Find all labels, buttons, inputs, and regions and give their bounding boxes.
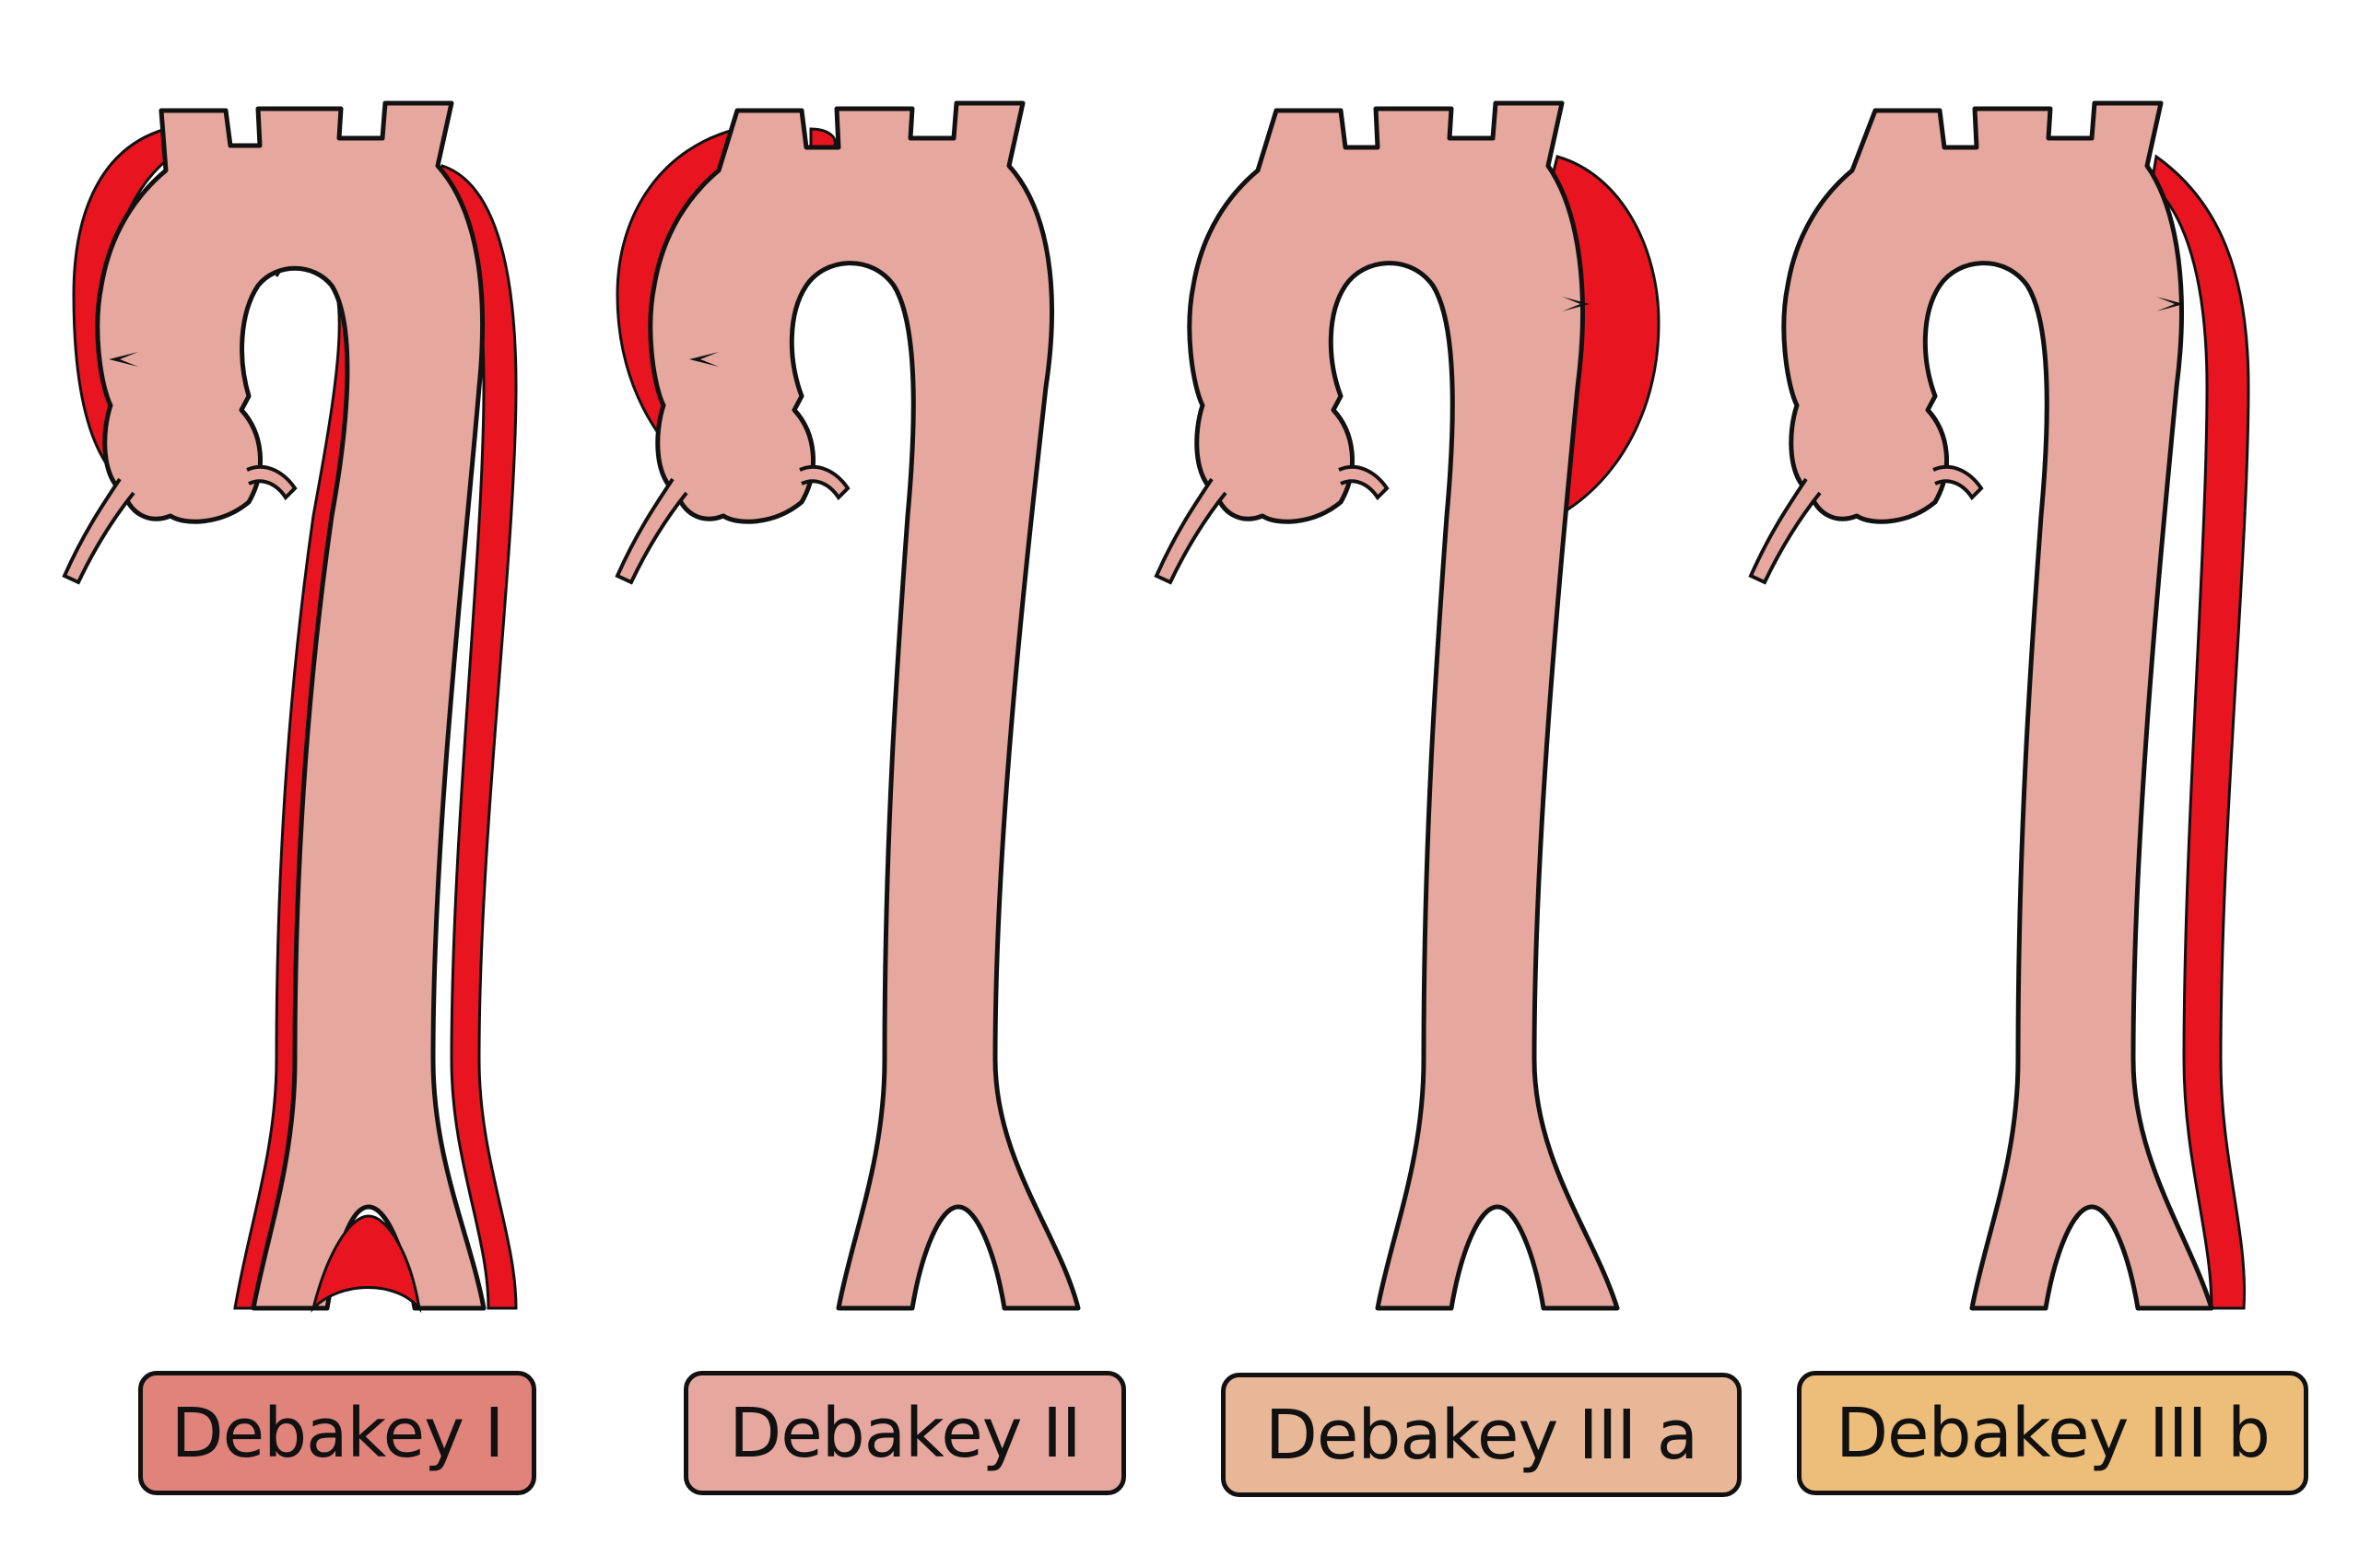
panel-debakey-ii [615, 100, 1081, 1311]
panel-debakey-i [62, 100, 518, 1314]
false-lumen [809, 127, 837, 149]
label-debakey-ii: Debakey II [684, 1371, 1126, 1495]
aorta [1781, 100, 2214, 1311]
branch-vessel [246, 464, 298, 501]
coronary-branch [1748, 477, 1822, 585]
branch-vessel [1338, 464, 1390, 501]
tear-flap [109, 352, 138, 367]
branch-vessel [1932, 464, 1984, 501]
panel-debakey-iii-a [1154, 100, 1661, 1311]
tear-flap [1562, 297, 1590, 311]
tear-flap [689, 352, 719, 367]
aorta [95, 100, 487, 1311]
aorta [648, 100, 1081, 1311]
coronary-branch [1154, 477, 1227, 585]
tear-flap [2156, 297, 2184, 311]
coronary-branch [62, 477, 135, 585]
branch-vessel [799, 464, 851, 501]
coronary-branch [615, 477, 688, 585]
false-lumen [2150, 154, 2250, 1310]
false-lumen [430, 164, 518, 1310]
aorta [1187, 100, 1620, 1311]
panel-debakey-iii-b [1748, 100, 2250, 1311]
label-debakey-i: Debakey I [138, 1371, 536, 1495]
false-lumen [311, 1214, 422, 1314]
label-debakey-iii-a: Debakey III a [1221, 1373, 1742, 1497]
label-debakey-iii-b: Debakey III b [1797, 1371, 2308, 1495]
